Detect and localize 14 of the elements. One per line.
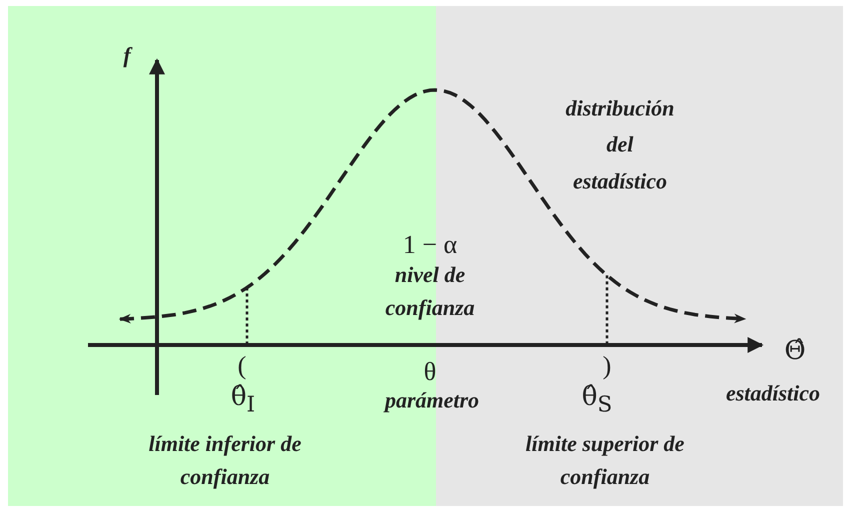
annotation-text: estadístico bbox=[726, 379, 820, 408]
axis-label: f bbox=[123, 41, 131, 70]
curve-label: distribución del estadístico bbox=[564, 94, 676, 196]
annotation-text: límite inferior de confianza bbox=[148, 430, 302, 491]
axis-tick-label: θ̂$_{I}$ bbox=[230, 381, 256, 420]
annotation-text: nivel de confianza bbox=[384, 261, 476, 322]
axis-tick-label: θ bbox=[424, 356, 436, 388]
annotation-text: parámetro bbox=[384, 386, 480, 414]
interval-mark: ( bbox=[238, 350, 246, 382]
axis-tick-label: θ̂$_{S}$ bbox=[582, 381, 612, 420]
probability-label: 1 − α bbox=[402, 229, 458, 262]
interval-mark: ) bbox=[602, 350, 612, 382]
axis-label: Θ̂ bbox=[784, 335, 806, 368]
annotation-text: límite superior de confianza bbox=[524, 430, 686, 491]
